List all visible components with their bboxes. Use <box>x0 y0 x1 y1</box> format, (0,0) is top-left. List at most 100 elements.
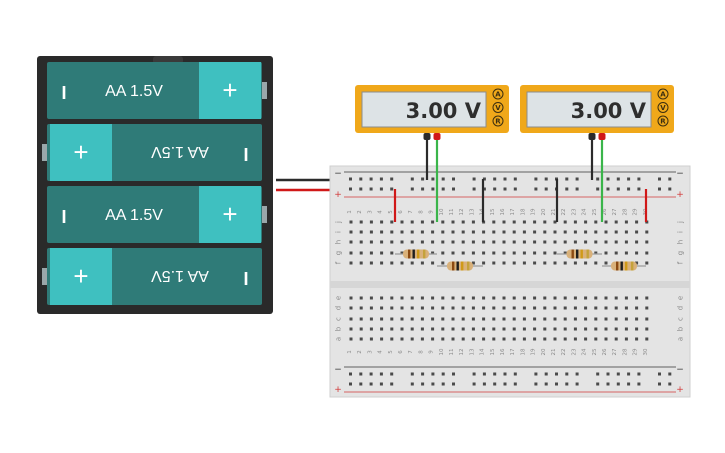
breadboard-hole[interactable] <box>359 317 363 321</box>
breadboard-hole[interactable] <box>512 327 516 331</box>
breadboard-hole[interactable] <box>553 317 557 321</box>
breadboard-hole[interactable] <box>471 317 475 321</box>
breadboard-hole[interactable] <box>359 230 363 234</box>
mode-button[interactable] <box>657 88 669 100</box>
breadboard-hole[interactable] <box>553 251 557 255</box>
breadboard-hole[interactable] <box>482 251 486 255</box>
breadboard-hole[interactable] <box>451 220 455 224</box>
rail-hole[interactable] <box>596 187 600 191</box>
breadboard-hole[interactable] <box>502 230 506 234</box>
rail-hole[interactable] <box>369 382 373 386</box>
breadboard-hole[interactable] <box>482 296 486 300</box>
rail-hole[interactable] <box>575 382 579 386</box>
rail-hole[interactable] <box>606 177 610 181</box>
breadboard-hole[interactable] <box>390 220 394 224</box>
breadboard-hole[interactable] <box>461 296 465 300</box>
breadboard-hole[interactable] <box>563 220 567 224</box>
breadboard-hole[interactable] <box>594 251 598 255</box>
rail-hole[interactable] <box>513 187 517 191</box>
breadboard-hole[interactable] <box>400 230 404 234</box>
breadboard-hole[interactable] <box>553 337 557 341</box>
rail-hole[interactable] <box>472 187 476 191</box>
breadboard-hole[interactable] <box>431 251 435 255</box>
breadboard-hole[interactable] <box>645 230 649 234</box>
rail-hole[interactable] <box>596 177 600 181</box>
rail-hole[interactable] <box>503 372 507 376</box>
breadboard-hole[interactable] <box>431 306 435 310</box>
rail-hole[interactable] <box>379 372 383 376</box>
breadboard-hole[interactable] <box>624 240 628 244</box>
breadboard-hole[interactable] <box>604 220 608 224</box>
rail-hole[interactable] <box>596 382 600 386</box>
breadboard-hole[interactable] <box>359 251 363 255</box>
rail-hole[interactable] <box>544 372 548 376</box>
breadboard-hole[interactable] <box>369 251 373 255</box>
breadboard-hole[interactable] <box>573 306 577 310</box>
rail-hole[interactable] <box>472 177 476 181</box>
breadboard-hole[interactable] <box>390 230 394 234</box>
rail-hole[interactable] <box>534 382 538 386</box>
rail-hole[interactable] <box>627 187 631 191</box>
breadboard-hole[interactable] <box>584 317 588 321</box>
rail-hole[interactable] <box>555 372 558 376</box>
breadboard-hole[interactable] <box>543 296 547 300</box>
rail-hole[interactable] <box>359 177 363 181</box>
breadboard-hole[interactable] <box>451 230 455 234</box>
breadboard-hole[interactable] <box>533 296 537 300</box>
rail-hole[interactable] <box>493 372 497 376</box>
breadboard-hole[interactable] <box>584 230 588 234</box>
breadboard-hole[interactable] <box>614 327 618 331</box>
breadboard-hole[interactable] <box>492 251 496 255</box>
rail-hole[interactable] <box>482 187 486 191</box>
breadboard-hole[interactable] <box>471 327 475 331</box>
breadboard-hole[interactable] <box>533 220 537 224</box>
breadboard-hole[interactable] <box>502 296 506 300</box>
rail-hole[interactable] <box>534 372 538 376</box>
rail-hole[interactable] <box>668 382 672 386</box>
breadboard-hole[interactable] <box>420 261 424 265</box>
mode-button[interactable] <box>657 115 669 127</box>
mode-button[interactable] <box>492 102 504 113</box>
breadboard-hole[interactable] <box>390 337 394 341</box>
breadboard-hole[interactable] <box>543 337 547 341</box>
breadboard-hole[interactable] <box>482 317 486 321</box>
breadboard-hole[interactable] <box>573 230 577 234</box>
breadboard-hole[interactable] <box>522 230 526 234</box>
breadboard-hole[interactable] <box>492 296 496 300</box>
breadboard-hole[interactable] <box>563 327 567 331</box>
rail-hole[interactable] <box>390 187 394 191</box>
rail-hole[interactable] <box>431 382 435 386</box>
breadboard-hole[interactable] <box>594 230 598 234</box>
breadboard-hole[interactable] <box>359 337 363 341</box>
rail-hole[interactable] <box>575 187 579 191</box>
breadboard-hole[interactable] <box>553 230 557 234</box>
breadboard-hole[interactable] <box>349 240 353 244</box>
breadboard-hole[interactable] <box>441 306 445 310</box>
breadboard-hole[interactable] <box>359 327 363 331</box>
breadboard-hole[interactable] <box>563 337 567 341</box>
breadboard-hole[interactable] <box>420 327 424 331</box>
breadboard-hole[interactable] <box>543 261 547 265</box>
breadboard-hole[interactable] <box>400 317 404 321</box>
mode-button[interactable] <box>492 115 504 127</box>
breadboard-hole[interactable] <box>635 220 639 224</box>
breadboard-hole[interactable] <box>492 261 496 265</box>
breadboard-hole[interactable] <box>380 220 384 224</box>
breadboard-hole[interactable] <box>512 337 516 341</box>
breadboard-hole[interactable] <box>471 306 475 310</box>
breadboard-hole[interactable] <box>420 306 424 310</box>
breadboard-hole[interactable] <box>563 261 567 265</box>
breadboard-hole[interactable] <box>400 220 404 224</box>
rail-hole[interactable] <box>349 372 352 376</box>
breadboard-hole[interactable] <box>594 261 598 265</box>
rail-hole[interactable] <box>421 187 425 191</box>
breadboard-hole[interactable] <box>369 296 373 300</box>
breadboard-hole[interactable] <box>624 251 628 255</box>
breadboard-hole[interactable] <box>522 317 526 321</box>
rail-hole[interactable] <box>616 372 620 376</box>
breadboard-hole[interactable] <box>635 317 639 321</box>
breadboard-hole[interactable] <box>492 240 496 244</box>
breadboard-hole[interactable] <box>482 261 486 265</box>
rail-hole[interactable] <box>503 382 507 386</box>
breadboard-hole[interactable] <box>400 296 404 300</box>
